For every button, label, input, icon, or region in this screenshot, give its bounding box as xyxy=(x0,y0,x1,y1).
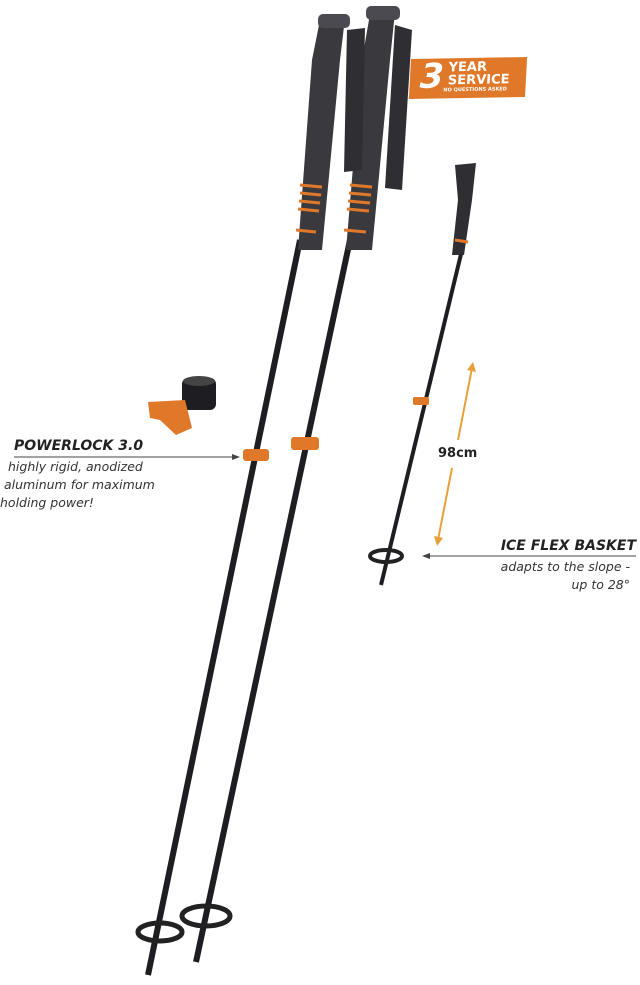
basket xyxy=(135,920,185,944)
collapsed-length-label: 98cm xyxy=(438,446,478,461)
ski-pole-right xyxy=(179,6,412,963)
powerlock-clamp xyxy=(243,449,269,461)
basket-title: ICE FLEX BASKET xyxy=(500,538,636,554)
powerlock-clamp xyxy=(291,437,319,450)
powerlock-title: POWERLOCK 3.0 xyxy=(14,438,144,454)
strap xyxy=(385,25,412,190)
basket xyxy=(179,903,233,929)
powerlock-detail-image xyxy=(148,376,216,435)
basket-description: adapts to the slope - up to 28° xyxy=(500,559,630,592)
badge-subline: NO QUESTIONS ASKED xyxy=(443,86,508,94)
powerlock-description: highly rigid, anodized aluminum for maxi… xyxy=(0,459,155,510)
strap xyxy=(344,28,365,172)
ski-pole-left xyxy=(135,14,350,976)
ski-pole-collapsed xyxy=(368,163,476,586)
badge-number: 3 xyxy=(419,56,445,97)
length-arrow xyxy=(437,367,473,541)
